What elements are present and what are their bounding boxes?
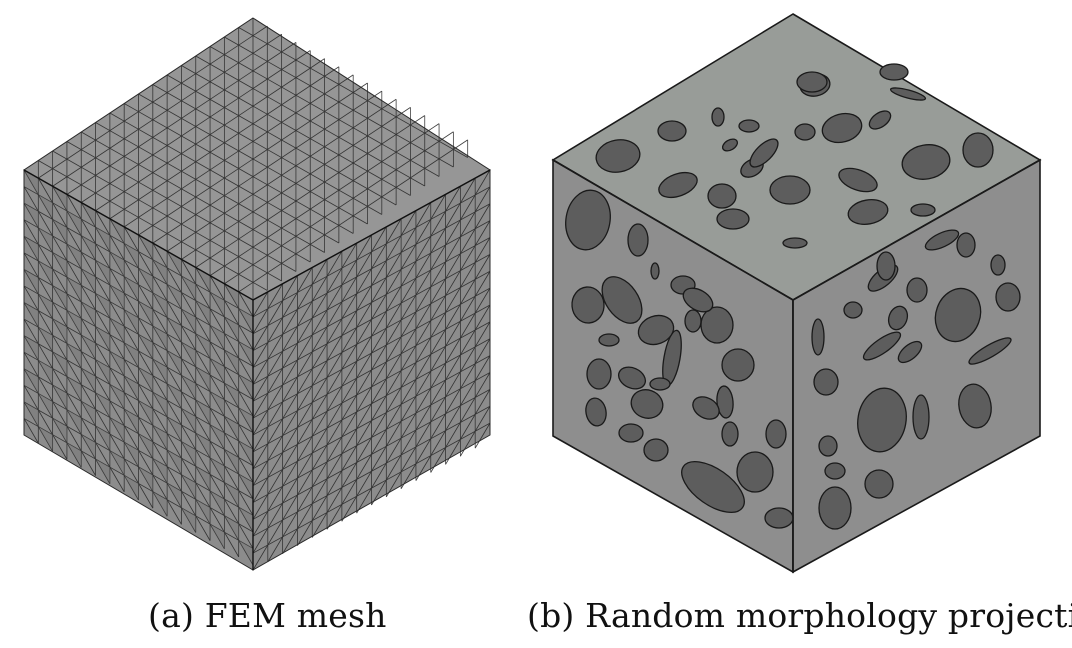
- inclusion: [643, 438, 669, 462]
- fem-mesh-cube: [23, 17, 491, 571]
- random-morphology-cube: [551, 13, 1042, 574]
- inclusion: [630, 389, 664, 419]
- inclusion: [990, 254, 1006, 276]
- inclusion: [864, 469, 894, 499]
- mesh-top-grid: [37, 18, 469, 300]
- inclusion: [711, 107, 725, 127]
- mesh-left-grid: [23, 169, 254, 566]
- caption-fem-mesh: (a) FEM mesh: [148, 596, 387, 635]
- inclusion: [843, 301, 863, 319]
- inclusion: [824, 462, 846, 480]
- inclusion: [906, 277, 928, 303]
- inclusion: [721, 138, 739, 152]
- inclusion: [657, 120, 687, 142]
- inclusion: [601, 276, 643, 324]
- inclusion: [707, 183, 737, 209]
- inclusion: [618, 423, 644, 443]
- inclusion: [716, 208, 750, 230]
- inclusion: [736, 451, 774, 493]
- inclusion: [769, 175, 811, 205]
- inclusion: [658, 171, 698, 199]
- inclusion: [749, 138, 779, 168]
- inclusion: [794, 123, 816, 141]
- inclusion: [838, 167, 878, 193]
- inclusion: [813, 368, 839, 396]
- inclusion: [627, 223, 649, 257]
- inclusion: [738, 119, 760, 133]
- inclusions: [565, 63, 1021, 530]
- inclusion: [716, 385, 734, 419]
- inclusion: [585, 397, 607, 427]
- inclusion: [868, 110, 892, 130]
- inclusion: [901, 144, 951, 180]
- inclusion: [876, 251, 896, 281]
- inclusion: [637, 314, 675, 346]
- inclusion: [962, 132, 994, 168]
- inclusion: [565, 189, 611, 251]
- inclusion: [782, 237, 808, 249]
- inclusion: [889, 87, 927, 101]
- inclusion: [811, 318, 825, 356]
- inclusion: [796, 71, 828, 93]
- inclusion: [910, 203, 936, 217]
- inclusion: [887, 305, 909, 331]
- inclusion: [818, 435, 838, 457]
- inclusion: [934, 287, 982, 343]
- inclusion: [912, 394, 930, 440]
- inclusion: [847, 199, 889, 225]
- inclusion: [995, 282, 1021, 312]
- inclusion: [857, 387, 907, 453]
- inclusion: [598, 333, 620, 347]
- inclusion: [571, 286, 605, 324]
- inclusion: [649, 377, 671, 391]
- inclusion: [956, 232, 976, 258]
- inclusion: [721, 348, 755, 382]
- inclusion: [617, 366, 647, 390]
- inclusion: [897, 340, 923, 364]
- mesh-right-grid: [252, 169, 491, 571]
- inclusion: [818, 486, 852, 530]
- inclusion: [879, 63, 909, 81]
- inclusion: [684, 309, 702, 333]
- inclusion: [700, 306, 734, 344]
- inclusion: [765, 419, 787, 449]
- mesh-left-shading: [24, 170, 253, 565]
- inclusion: [924, 229, 960, 251]
- inclusion: [821, 112, 863, 144]
- inclusion: [692, 396, 720, 420]
- inclusion: [862, 331, 902, 361]
- inclusion: [721, 421, 739, 447]
- inclusion: [968, 337, 1012, 365]
- inclusion: [595, 139, 641, 173]
- inclusion: [682, 287, 714, 313]
- inclusion: [650, 262, 660, 280]
- inclusion: [681, 460, 745, 514]
- caption-random-morphology: (b) Random morphology projection: [527, 596, 1072, 635]
- inclusion: [586, 358, 612, 390]
- inclusion: [764, 507, 794, 529]
- inclusion: [958, 383, 992, 429]
